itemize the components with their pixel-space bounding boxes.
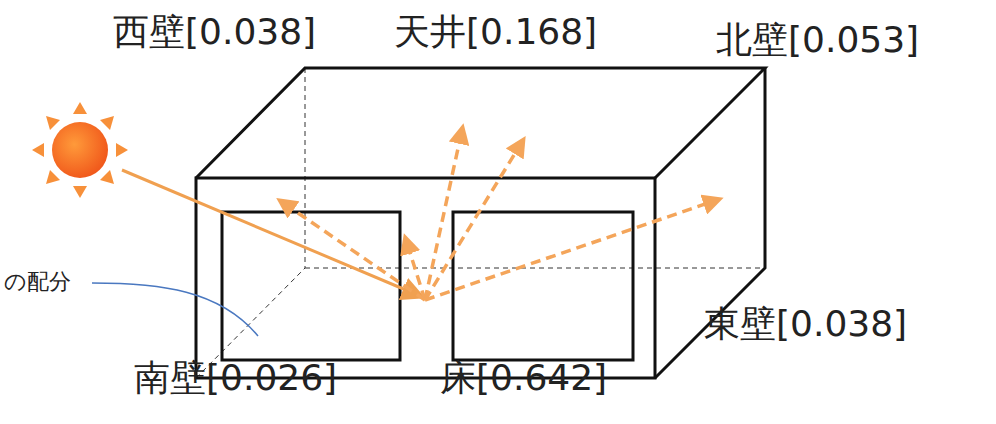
window [222,212,633,360]
sun-icon [32,102,128,198]
note-label: の配分 [4,271,71,293]
surface-label: 西壁[0.038] [113,14,316,50]
surface-label: 南壁[0.026] [134,360,337,396]
surface-label: 天井[0.168] [394,14,597,50]
leader-line [92,283,258,336]
reflected-ray [282,130,717,300]
surface-label: 北壁[0.053] [716,22,919,58]
surface-label: 東壁[0.038] [704,306,907,342]
hidden-edge [196,68,765,378]
room-box [196,68,765,378]
surface-label: 床[0.642] [440,360,607,396]
incident-ray [122,170,420,296]
